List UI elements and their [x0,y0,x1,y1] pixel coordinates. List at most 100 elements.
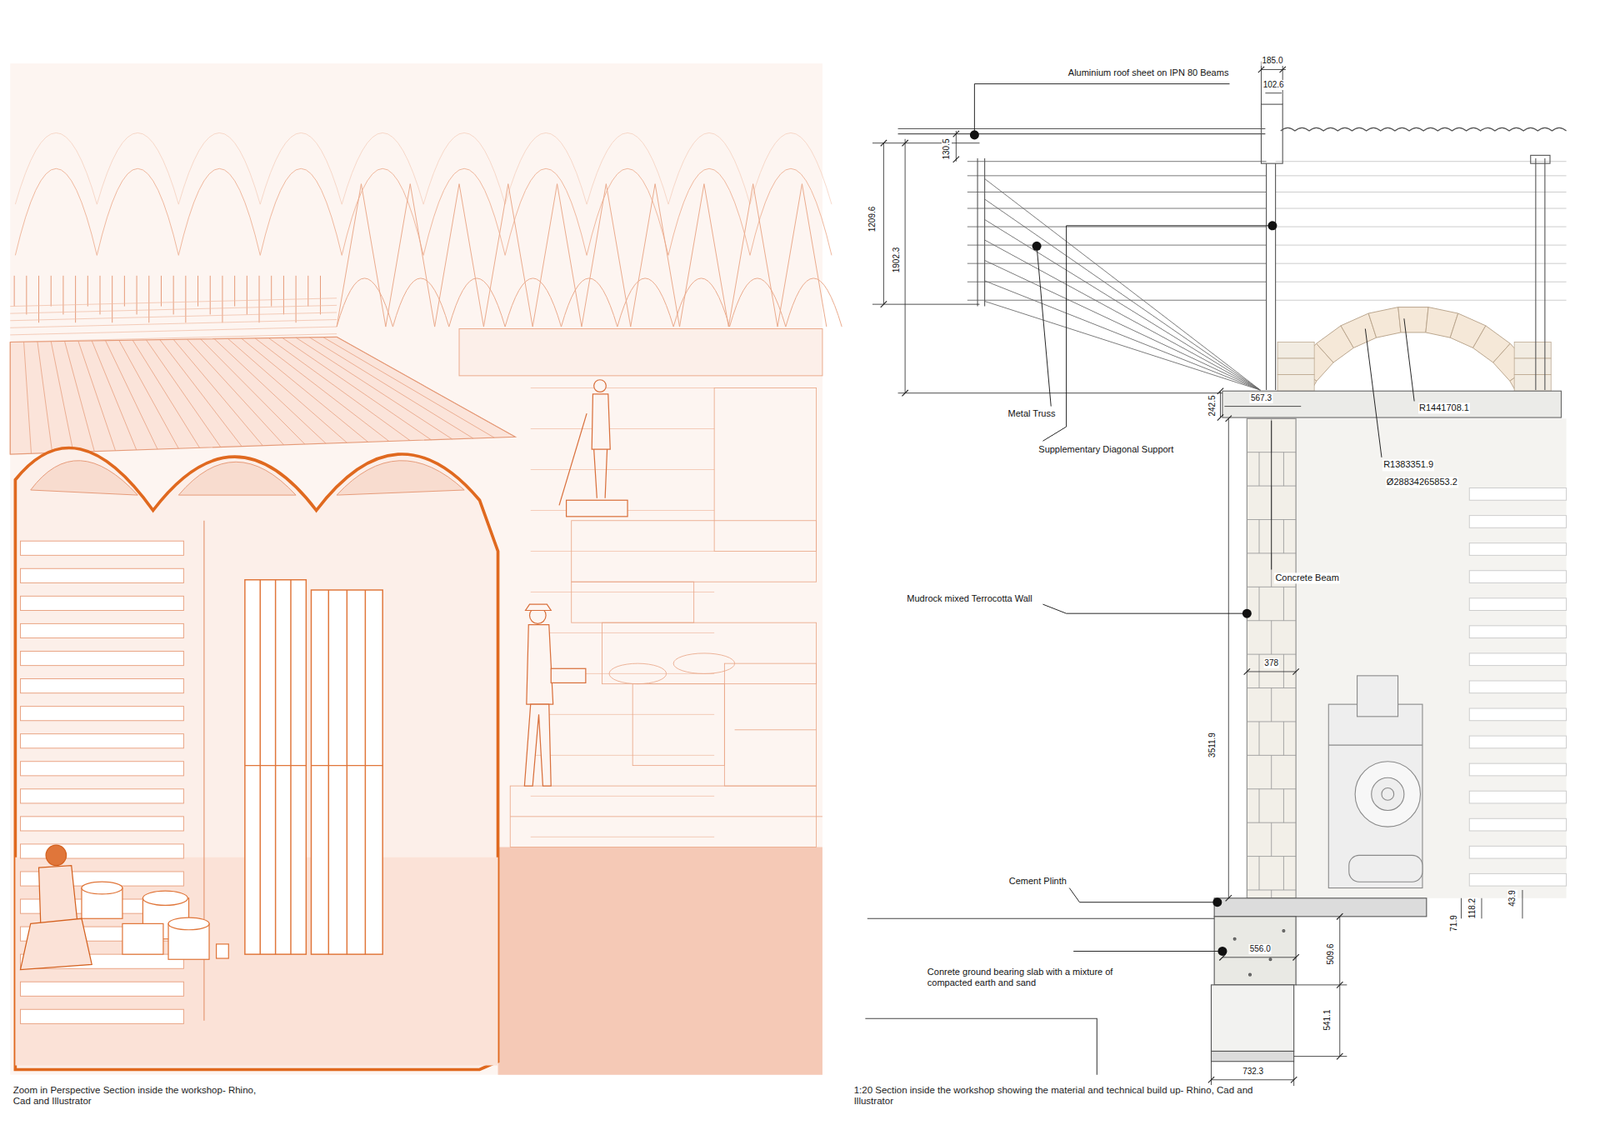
door [290,580,291,955]
metal-truss [985,220,1261,390]
brick-arch [1277,341,1315,359]
lunette [178,461,296,495]
vault-roof-pattern [178,168,260,255]
leader-line [1042,604,1247,614]
dimension-lines [1208,1076,1215,1083]
louver-screen [1469,598,1566,611]
back-wall [714,388,816,552]
brick-arch [1277,358,1315,375]
metal-truss [985,280,1261,390]
dimension-value: 3511.9 [1207,731,1218,759]
vault-roof-pattern [307,275,309,307]
vault-roof-pattern [260,168,342,255]
worker-figure [550,668,586,683]
vault-roof-pattern [246,275,248,315]
dimension-lines [1210,1061,1212,1086]
dimension-lines [901,140,908,146]
vault-roof-pattern [530,591,715,593]
dimension-value: 541.1 [1322,1009,1333,1032]
dimension-lines [1280,66,1286,73]
roof [1275,163,1276,390]
roof [1544,158,1545,390]
back-wall [724,663,816,786]
vault-roof-pattern [10,320,337,329]
vault-roof-pattern [750,168,832,255]
machine [1328,675,1423,889]
vault-roof-pattern [10,341,11,455]
vault-roof-pattern [96,132,179,205]
leader-line [1042,225,1273,441]
callout-label: R1383351.9 [1382,460,1435,471]
lunette [336,460,465,495]
foundation [1249,973,1252,976]
brick-arch [1277,375,1315,392]
vault-roof-pattern [148,275,150,323]
vault-roof-pattern [283,275,285,315]
back-wall [609,663,667,684]
ground-line [865,918,1215,1075]
vault-roof-pattern [65,340,95,451]
technical-section [1295,418,1566,899]
louver-screen [1469,515,1566,529]
metal-truss [967,208,1267,210]
dimension-lines [1521,890,1523,919]
vault-roof-pattern [214,339,326,445]
dimension-value: 567.3 [1250,393,1273,404]
leader-line [1365,329,1382,458]
vault-roof-pattern [14,275,15,307]
metal-truss [967,226,1267,228]
vault-roof-pattern [15,168,97,255]
vault-roof-pattern [75,275,76,323]
metal-truss [985,300,1261,390]
technical-section [865,61,1566,1086]
vault-roof-pattern [78,340,116,451]
door [310,590,383,955]
dimension-lines [880,300,887,307]
vault-roof-pattern [10,336,515,455]
louver-screen [20,734,184,749]
dimension-lines [1246,670,1296,672]
metal-truss [985,240,1261,390]
vault-roof-pattern [320,275,321,315]
vault-roof-pattern [336,184,827,327]
dimension-value: 118.2 [1467,897,1478,920]
machine [1328,745,1423,746]
worker-figure [566,500,628,517]
door [245,765,306,766]
leader-line [1069,888,1218,903]
back-wall [735,729,817,730]
caption: 1:20 Section inside the workshop showing… [853,1085,1274,1109]
vault-roof-pattern [530,469,715,470]
terracotta-wall [1259,452,1260,486]
louver-screen [1469,708,1566,721]
dimension-lines [1336,981,1343,988]
louver-screen [20,789,184,804]
terracotta-wall [1283,789,1285,823]
dimension-lines [1292,668,1299,675]
metal-truss [1275,191,1567,193]
vault-roof-pattern [586,132,669,205]
louver-screen [20,595,184,610]
pottery [81,881,229,960]
worker-figure [525,604,552,610]
vault-roof-pattern [730,278,786,327]
dimension-value: 1209.6 [867,205,878,234]
ground-line [867,918,1215,920]
metal-truss [985,199,1261,390]
vault-roof-pattern [50,341,74,453]
vault-roof-pattern [392,278,449,327]
brick-arch [1398,307,1429,333]
vault-roof-pattern [15,132,97,205]
callout-label: Concrete Beam [1274,573,1340,585]
dimension-lines [1217,388,1224,395]
metal-truss [967,281,1267,283]
vault-roof-pattern [132,340,200,448]
metal-truss [1275,281,1567,283]
machine [1381,788,1395,801]
terracotta-wall [1259,721,1260,755]
door [275,580,276,955]
worker-figure [594,380,607,393]
vault-roof-pattern [87,275,89,307]
vault-roof-pattern [185,275,186,323]
louver-screen [20,981,184,996]
